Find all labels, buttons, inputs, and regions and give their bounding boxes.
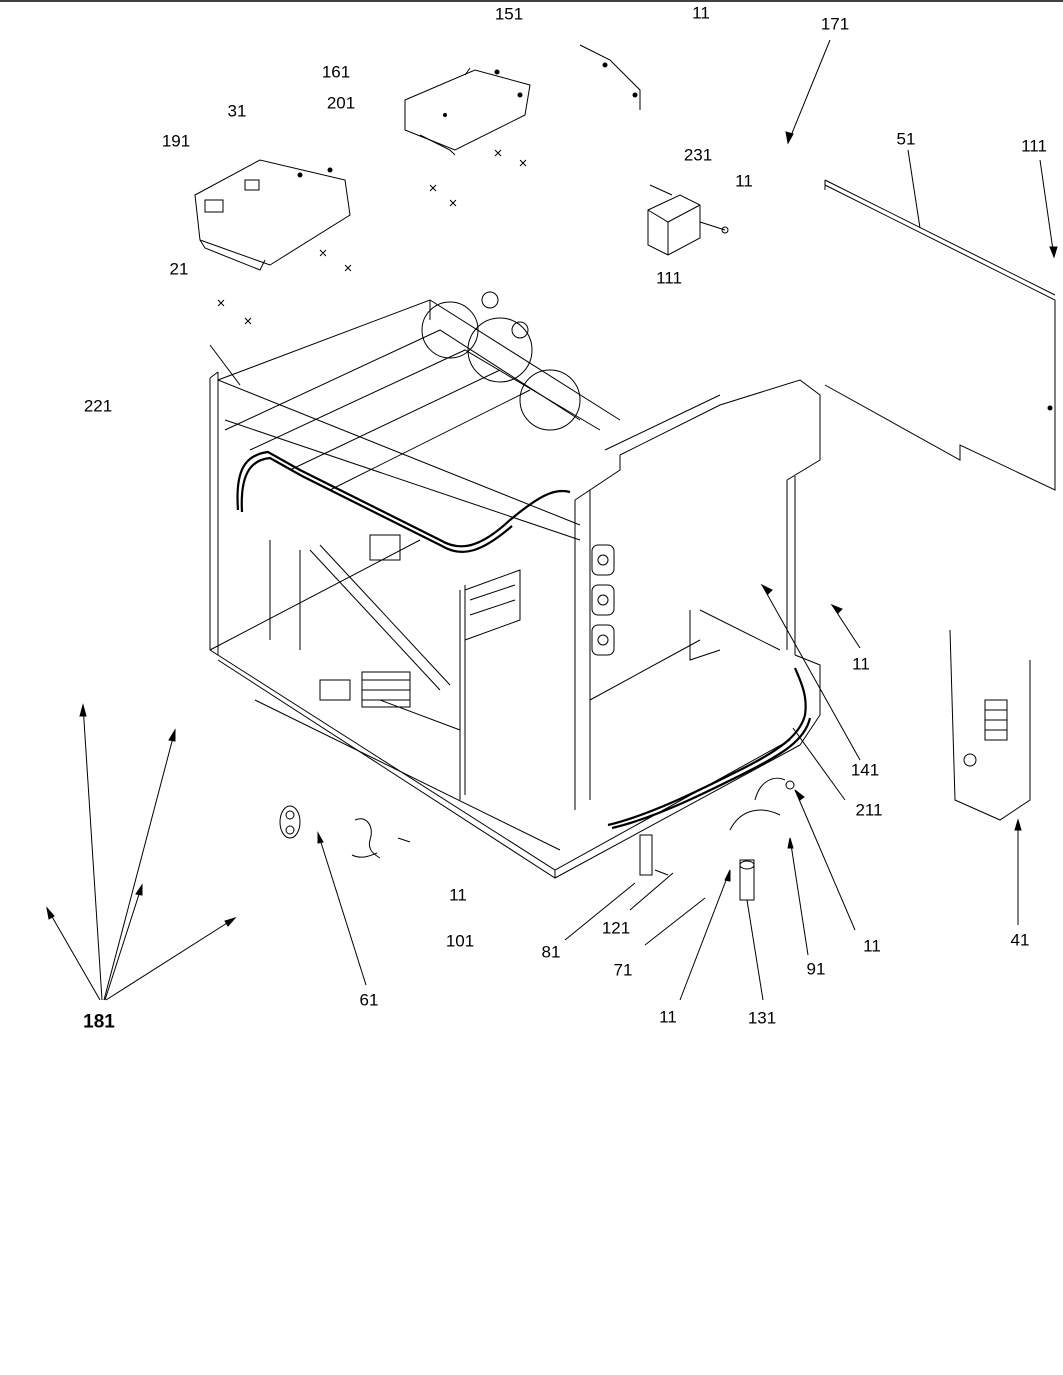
- callout-41: 41: [1010, 930, 1030, 950]
- callout-11: 11: [692, 3, 710, 23]
- callout-231: 231: [683, 145, 713, 165]
- callout-211: 211: [855, 800, 883, 820]
- part-61-bracket: [280, 806, 410, 858]
- part-41-assembly: [950, 630, 1030, 820]
- lower-right-small-parts: [640, 778, 794, 900]
- callout-201: 201: [326, 93, 356, 113]
- cabinet-frame: [210, 300, 820, 878]
- callout-161: 161: [321, 62, 351, 82]
- leader-lines: [47, 40, 1057, 1000]
- callout-91: 91: [806, 959, 826, 979]
- callout-11: 11: [852, 654, 870, 674]
- burner-valves: [422, 292, 580, 430]
- callout-61: 61: [359, 990, 379, 1010]
- callout-71: 71: [613, 960, 633, 980]
- callout-181: 181: [83, 1011, 115, 1033]
- lower-components: [320, 535, 410, 707]
- wire-harness: [237, 452, 810, 828]
- callout-221: 221: [83, 396, 113, 416]
- callout-131: 131: [747, 1008, 777, 1028]
- callout-111: 111: [1021, 136, 1047, 156]
- callout-31: 31: [227, 101, 247, 121]
- callout-151: 151: [494, 4, 524, 24]
- callout-11: 11: [659, 1007, 677, 1027]
- callout-11: 11: [863, 936, 881, 956]
- callout-101: 101: [445, 931, 475, 951]
- callout-81: 81: [541, 942, 561, 962]
- callout-21: 21: [169, 259, 189, 279]
- callout-141: 141: [850, 760, 880, 780]
- callout-51: 51: [896, 129, 916, 149]
- callout-11: 11: [735, 171, 753, 191]
- callout-11: 11: [449, 885, 467, 905]
- top-control-panel: [195, 45, 728, 324]
- callout-111: 111: [656, 268, 682, 288]
- callout-121: 121: [601, 918, 631, 938]
- switch-bank: [592, 545, 614, 655]
- callout-191: 191: [161, 131, 191, 151]
- rear-panel: [825, 180, 1055, 490]
- callout-171: 171: [820, 14, 850, 34]
